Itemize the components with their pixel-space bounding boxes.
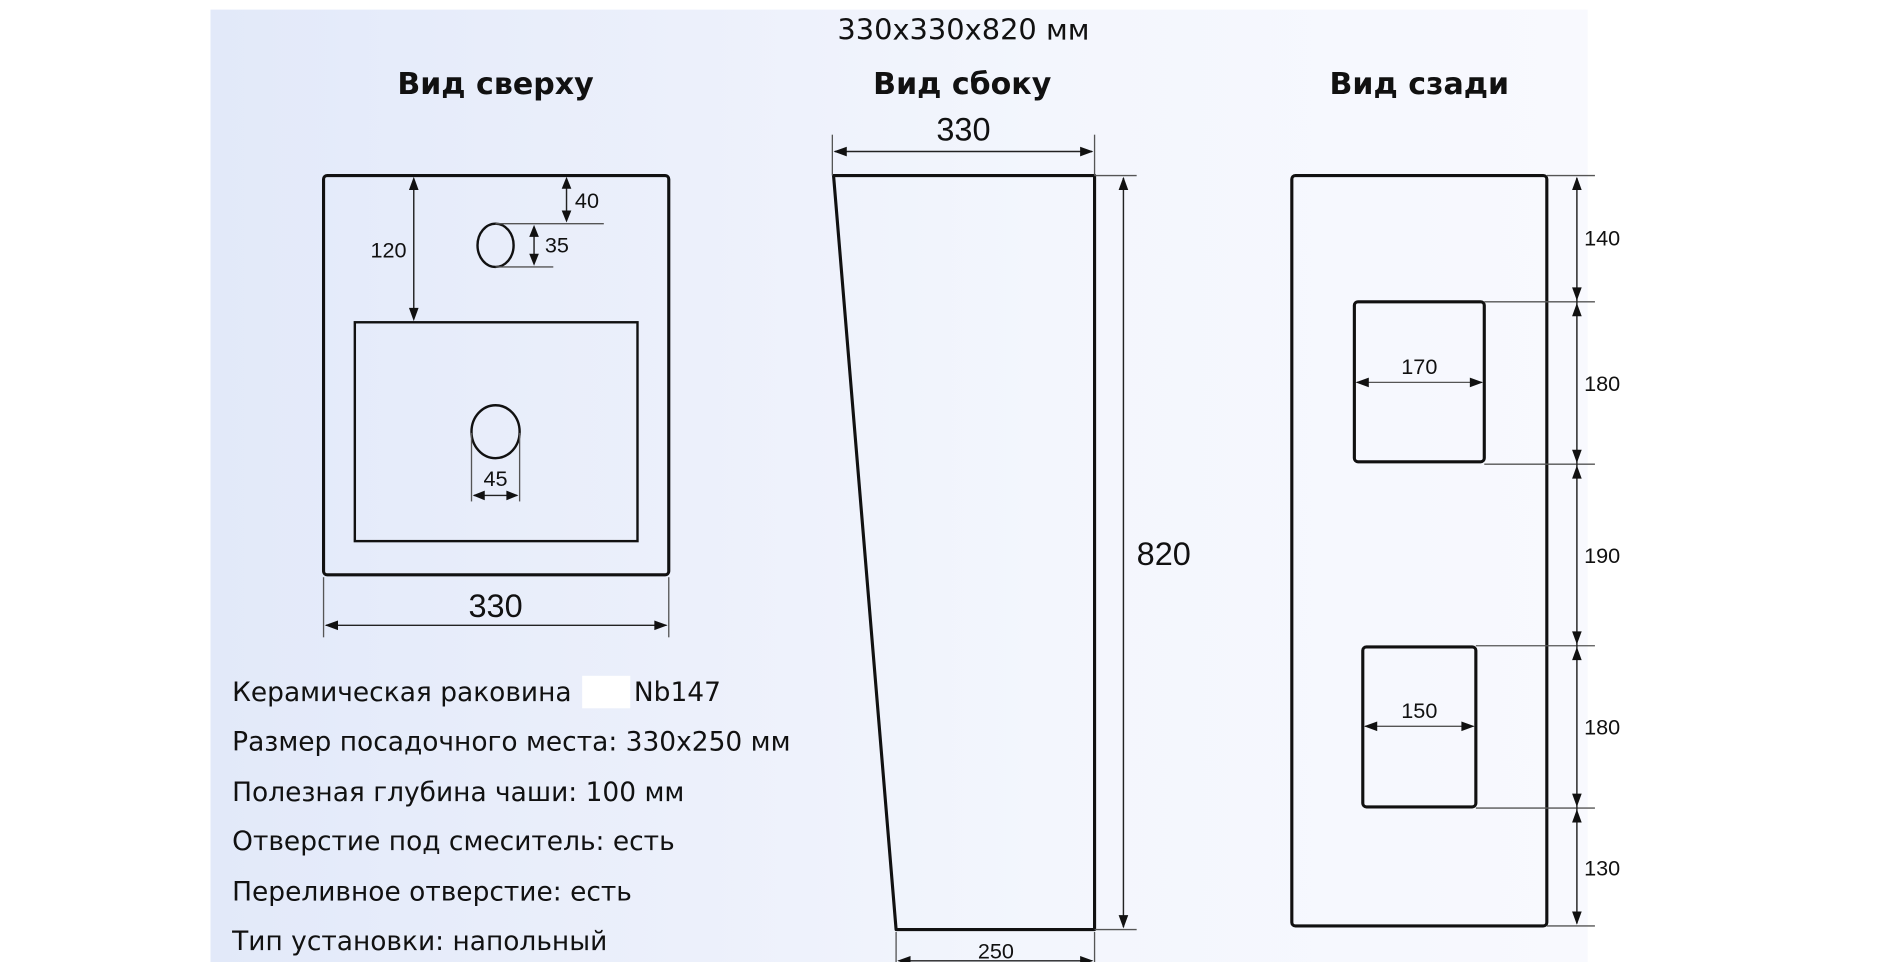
dim-top-width: 330: [468, 588, 522, 624]
spec-item: Тип установки: напольный: [231, 926, 607, 957]
arrow: [1363, 721, 1378, 732]
arrow: [1080, 146, 1094, 157]
spec-item: Отверстие под смеситель: есть: [232, 826, 675, 857]
spec-item: Полезная глубина чаши: 100 мм: [232, 777, 684, 808]
dim-back-seg1: 140: [1584, 225, 1620, 250]
arrow: [561, 210, 572, 223]
redacted-brand-box: [582, 675, 631, 709]
upper-opening: [1352, 300, 1486, 464]
dim-drain-diameter: 45: [484, 466, 508, 491]
arrow: [561, 176, 572, 189]
top-view-outline: [321, 174, 671, 577]
lower-opening: [1361, 645, 1478, 809]
arrow: [1461, 721, 1475, 732]
arrow: [654, 620, 668, 631]
arrow: [1469, 377, 1484, 388]
spec-item: Керамическая раковина: [232, 677, 571, 708]
arrow: [408, 307, 419, 322]
back-view-title: Вид сзади: [1330, 67, 1510, 102]
dim-back-seg5: 130: [1584, 855, 1620, 880]
dim-bottom-width: 250: [978, 938, 1014, 962]
dim-faucet-offset: 40: [575, 188, 599, 213]
arrow: [324, 620, 338, 631]
spec-item: Размер посадочного места: 330x250 мм: [232, 726, 790, 757]
spec-list: Керамическая раковина Nb147 Размер посад…: [231, 675, 791, 957]
dim-bowl-offset: 120: [370, 237, 406, 262]
drain-hole: [470, 404, 521, 460]
arrow: [529, 253, 539, 266]
arrow: [897, 955, 911, 962]
arrow: [1118, 176, 1129, 190]
arrow: [506, 490, 519, 501]
back-view: 170 150 140 180 190 180 130: [1290, 174, 1620, 928]
spec-item: Переливное отверстие: есть: [232, 877, 632, 908]
back-view-outline: [1290, 174, 1549, 928]
arrow: [1355, 377, 1369, 388]
arrow: [833, 146, 847, 157]
side-view-title: Вид сбоку: [873, 67, 1052, 102]
dim-faucet-diameter: 35: [545, 233, 569, 258]
overall-size-label: 330x330x820 мм: [837, 13, 1089, 47]
arrow: [1118, 915, 1129, 929]
dim-lower-opening-width: 150: [1401, 698, 1437, 723]
drawing-background: [210, 9, 1588, 962]
dim-back-seg4: 180: [1584, 715, 1620, 740]
arrow: [1080, 955, 1094, 962]
side-view: 330 820 250: [831, 112, 1191, 962]
dim-back-seg3: 190: [1584, 543, 1620, 568]
top-view: 120 40 35 45 330: [321, 174, 671, 638]
dim-upper-opening-width: 170: [1401, 354, 1437, 379]
arrow: [472, 490, 485, 501]
dim-back-seg2: 180: [1584, 371, 1620, 396]
arrow: [529, 224, 539, 237]
dim-height: 820: [1137, 536, 1191, 572]
chain-arrows: [1572, 176, 1582, 925]
arrow: [408, 176, 419, 190]
bowl-outline: [353, 321, 639, 543]
top-view-title: Вид сверху: [397, 67, 594, 102]
dim-side-top-width: 330: [936, 112, 990, 148]
model-code: Nb147: [634, 677, 721, 708]
